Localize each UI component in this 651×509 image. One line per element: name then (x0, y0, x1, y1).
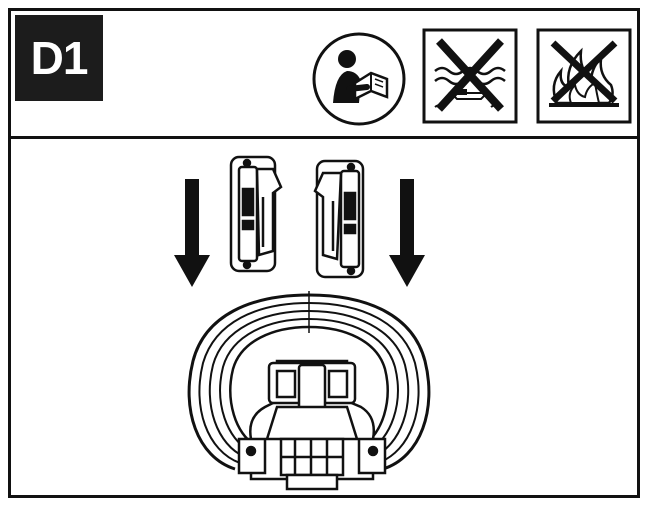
illustration-area (11, 139, 637, 495)
battery-pack-left (229, 155, 283, 273)
down-arrow-icon (174, 179, 210, 287)
battery-insertion-diagram (174, 155, 431, 491)
read-manual-icon (312, 32, 406, 126)
no-fire-icon (536, 28, 632, 124)
tool-body (237, 359, 387, 491)
step-label: D1 (15, 15, 103, 101)
tool-handle (187, 291, 431, 471)
battery-pack-right (313, 159, 365, 279)
down-arrow-icon (389, 179, 425, 287)
no-water-icon (422, 28, 518, 124)
instruction-panel: D1 (8, 8, 640, 498)
panel-header: D1 (11, 11, 637, 139)
